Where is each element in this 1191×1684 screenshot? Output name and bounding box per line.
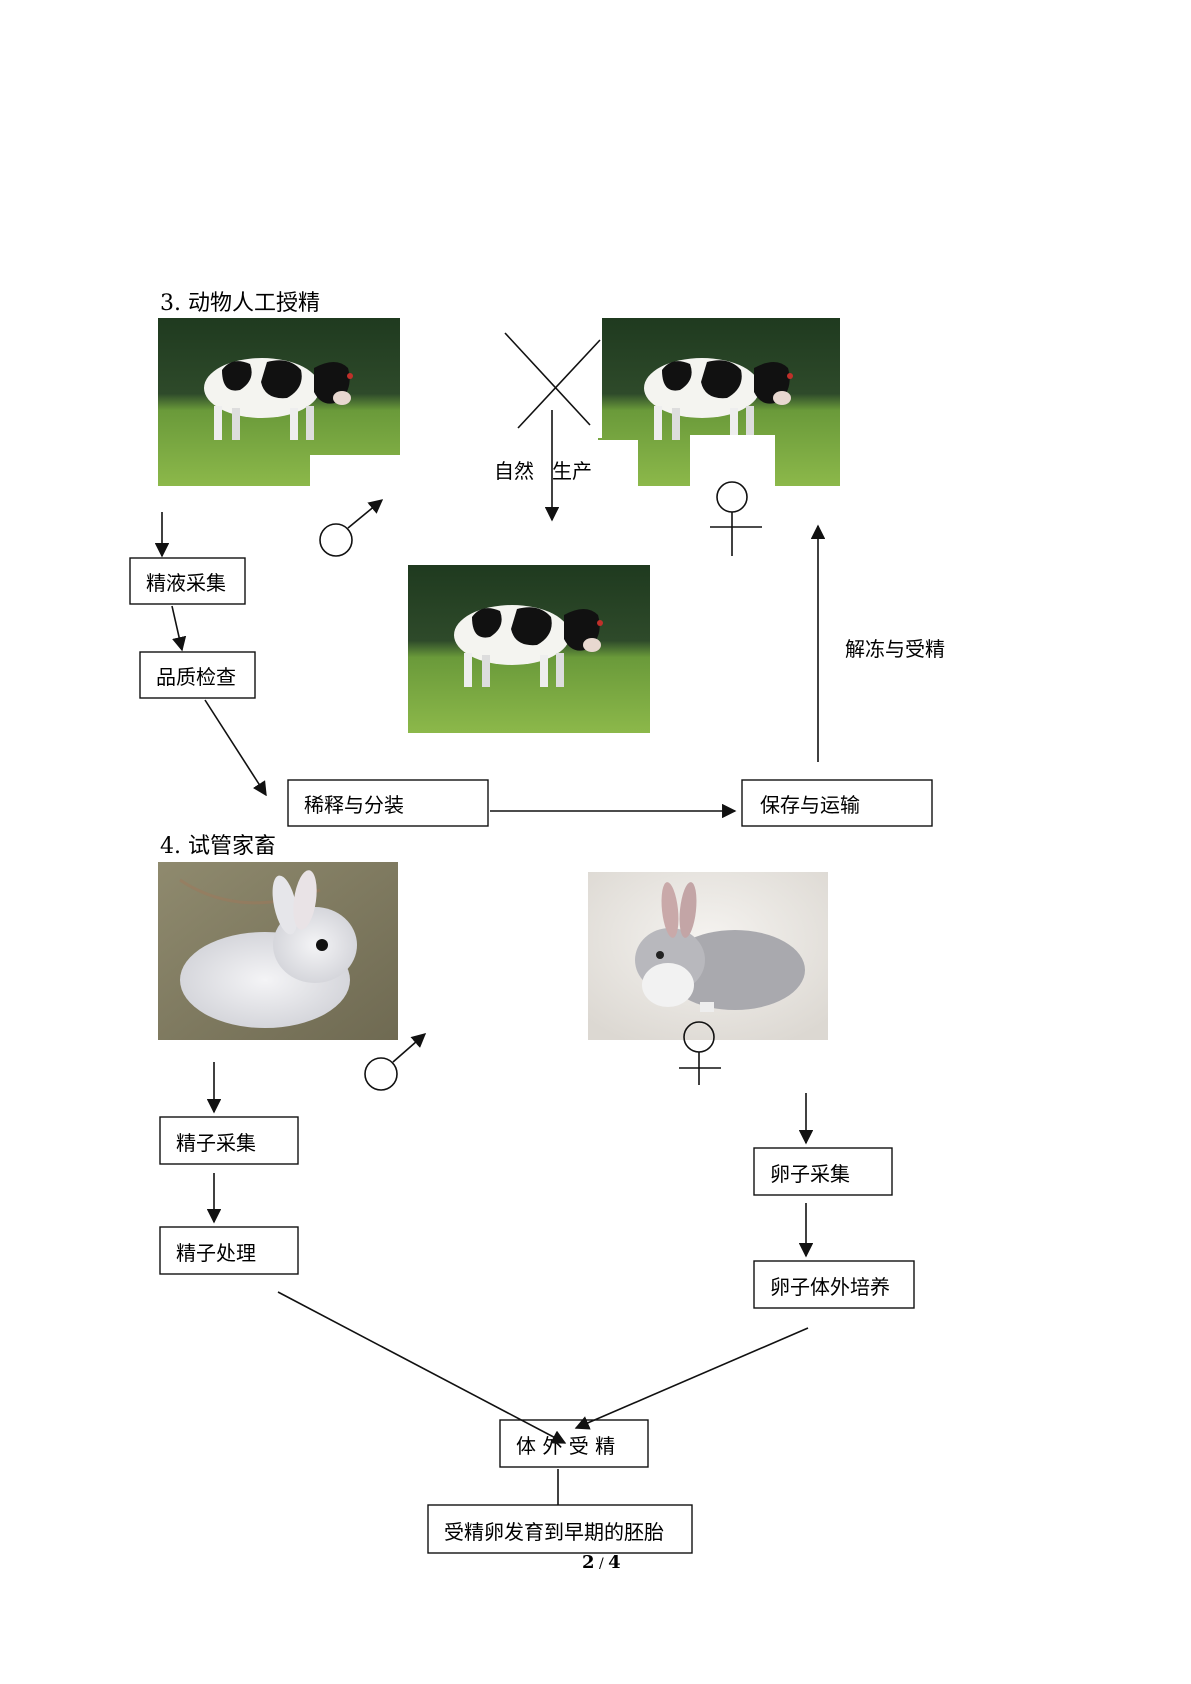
natural-label: 自然 [494, 459, 534, 483]
section-3-title: 3. 动物人工授精 [160, 291, 320, 316]
storage-transport-label: 保存与运输 [760, 793, 860, 817]
ivf-flow-arrows [214, 1062, 808, 1505]
egg-collection-label: 卵子采集 [770, 1162, 850, 1186]
quality-check-label: 品质检查 [156, 665, 236, 689]
female-cow-photo [598, 318, 840, 489]
birth-label: 生产 [552, 459, 592, 483]
female-symbol [710, 482, 762, 556]
male-rabbit-photo [158, 862, 398, 1040]
embryo-label: 受精卵发育到早期的胚胎 [444, 1520, 664, 1544]
sperm-processing-label: 精子处理 [176, 1241, 256, 1265]
dilute-pack-label: 稀释与分装 [304, 793, 404, 817]
sperm-collection-label: 精子采集 [176, 1131, 256, 1155]
female-rabbit-photo [588, 872, 828, 1040]
egg-culture-label: 卵子体外培养 [770, 1275, 890, 1299]
male-symbol-rabbit [365, 1034, 425, 1090]
page-number: 2 / 4 [582, 1552, 621, 1573]
ivf-label: 体 外 受 精 [516, 1434, 615, 1458]
male-symbol [320, 500, 382, 556]
thaw-fertilize-label: 解冻与受精 [845, 637, 945, 661]
semen-collection-label: 精液采集 [146, 571, 226, 595]
male-cow-photo [158, 318, 402, 489]
offspring-cow-photo [408, 565, 650, 733]
section-4-title: 4. 试管家畜 [160, 834, 276, 859]
